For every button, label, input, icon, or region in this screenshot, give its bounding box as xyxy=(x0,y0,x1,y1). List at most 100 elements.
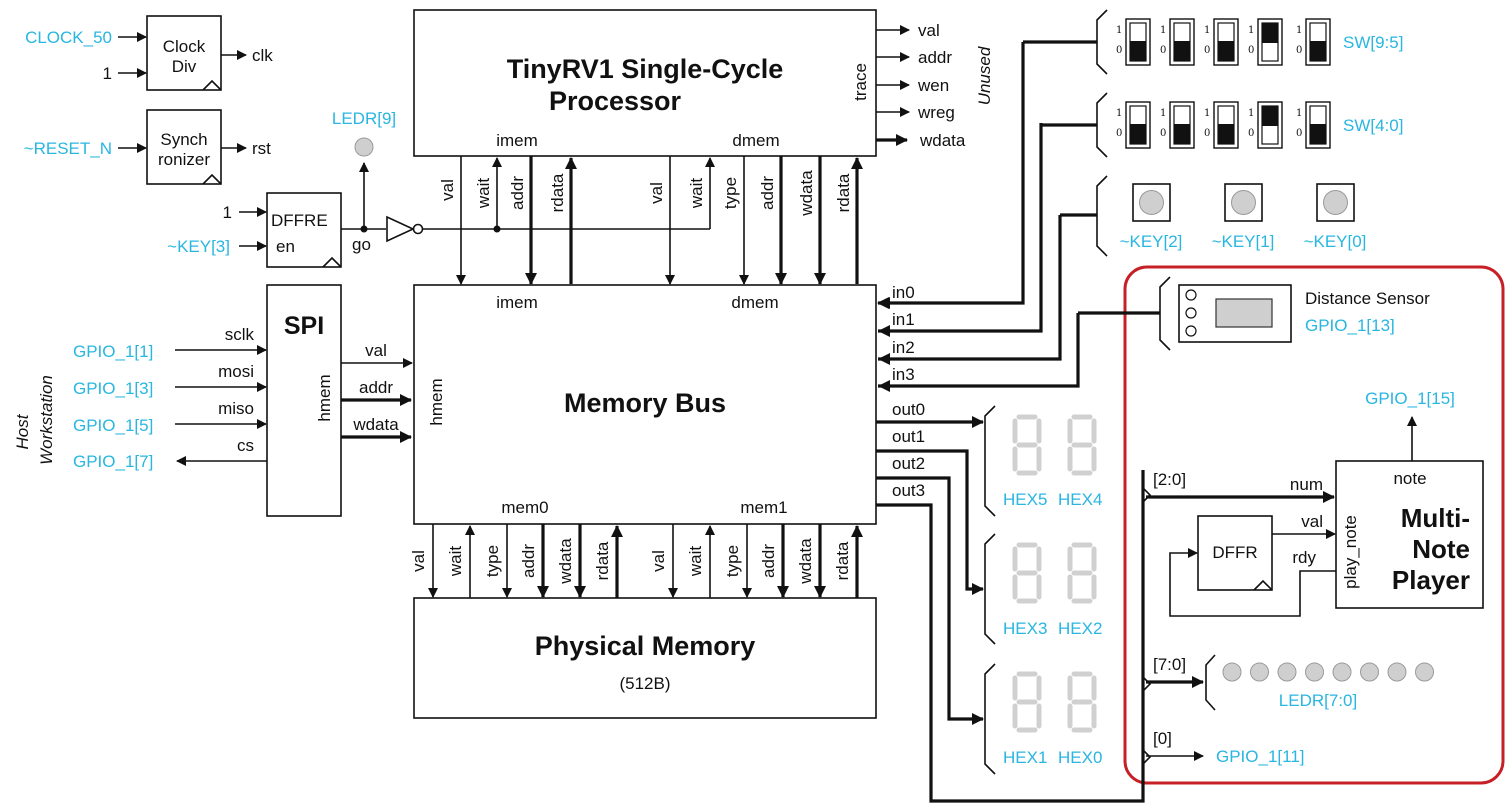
led xyxy=(1250,662,1269,682)
proc-imem-port: imem xyxy=(496,131,538,150)
bus-in2: in2 xyxy=(892,338,915,357)
rdy-label: rdy xyxy=(1292,548,1316,567)
seven-segment-digit xyxy=(1012,542,1042,604)
svg-text:1: 1 xyxy=(1248,108,1254,119)
key2-button[interactable] xyxy=(1132,183,1171,222)
hex0-label: HEX0 xyxy=(1058,748,1102,767)
slice-7-0: [7:0] xyxy=(1153,655,1186,674)
slide-switch[interactable]: 10 xyxy=(1248,18,1283,66)
hex4-label: HEX4 xyxy=(1058,490,1102,509)
slice-2-0: [2:0] xyxy=(1153,470,1186,489)
imem-val: val xyxy=(438,179,457,201)
spi-val: val xyxy=(365,341,387,360)
mem-signal-label: rdata xyxy=(593,541,612,580)
svg-text:1: 1 xyxy=(1204,108,1210,119)
gpio1-3-label: GPIO_1[3] xyxy=(73,379,153,398)
svg-text:0: 0 xyxy=(1116,45,1122,56)
trace-addr: addr xyxy=(918,48,952,67)
clk-label: clk xyxy=(252,46,273,65)
gpio1-1-label: GPIO_1[1] xyxy=(73,342,153,361)
gpio1-7-label: GPIO_1[7] xyxy=(73,452,153,471)
svg-text:0: 0 xyxy=(1296,128,1302,139)
proc-dmem-port: dmem xyxy=(732,131,779,150)
slide-switch[interactable]: 10 xyxy=(1116,101,1151,149)
ledr9-label: LEDR[9] xyxy=(332,109,396,128)
host-label: Host xyxy=(13,413,32,449)
svg-text:0: 0 xyxy=(1248,128,1254,139)
svg-text:1: 1 xyxy=(1248,25,1254,36)
processor-title: TinyRV1 Single-Cycle xyxy=(507,54,784,84)
slide-switch[interactable]: 10 xyxy=(1204,18,1239,66)
clock-div-const: 1 xyxy=(103,64,112,83)
slide-switch[interactable]: 10 xyxy=(1296,18,1331,66)
cs-label: cs xyxy=(237,436,254,455)
hex2-label: HEX2 xyxy=(1058,619,1102,638)
mem-signal-label: addr xyxy=(519,544,538,578)
sw95-label: SW[9:5] xyxy=(1343,33,1403,52)
spi-block: SPI hmem xyxy=(266,284,342,517)
key0-button[interactable] xyxy=(1316,183,1355,222)
svg-text:1: 1 xyxy=(1160,25,1166,36)
mem-signal-label: wait xyxy=(686,546,705,578)
svg-text:1: 1 xyxy=(1296,25,1302,36)
dmem-type: type xyxy=(721,177,740,209)
ledr9-led xyxy=(354,137,374,157)
mem-signal-label: val xyxy=(649,550,668,572)
dmem-addr: addr xyxy=(758,176,777,210)
seven-segment-digit xyxy=(1012,414,1042,476)
seven-segment-digit xyxy=(1067,414,1097,476)
clock-div-block: Clock Div CLOCK_50 1 clk xyxy=(25,15,273,91)
led xyxy=(1387,662,1407,682)
svg-text:1: 1 xyxy=(1116,25,1122,36)
led xyxy=(1415,662,1434,682)
slide-switch[interactable]: 10 xyxy=(1296,101,1331,149)
player-play-note-port: play_note xyxy=(1341,515,1360,589)
seven-segment-digit xyxy=(1067,671,1097,733)
imem-rdata: rdata xyxy=(548,173,567,212)
hex5-label: HEX5 xyxy=(1003,490,1047,509)
player-title1: Multi- xyxy=(1401,503,1470,533)
svg-text:1: 1 xyxy=(1204,25,1210,36)
led xyxy=(1305,662,1324,682)
dffr-title: DFFR xyxy=(1212,543,1257,562)
clock-div-title2: Div xyxy=(172,57,197,76)
player-note-port: note xyxy=(1393,469,1426,488)
imem-addr: addr xyxy=(508,176,527,210)
slide-switch[interactable]: 10 xyxy=(1116,18,1151,66)
gpio1-13-label: GPIO_1[13] xyxy=(1305,316,1395,335)
slice-0: [0] xyxy=(1153,729,1172,748)
gpio1-11-label: GPIO_1[11] xyxy=(1216,747,1305,766)
gpio1-15-label: GPIO_1[15] xyxy=(1365,389,1455,408)
mem-signal-label: type xyxy=(483,545,502,577)
hex1-label: HEX1 xyxy=(1003,748,1047,767)
dffre-en-port: en xyxy=(276,237,295,256)
slide-switch[interactable]: 10 xyxy=(1204,101,1239,149)
clock-50-label: CLOCK_50 xyxy=(25,28,112,47)
miso-label: miso xyxy=(218,399,254,418)
slide-switch[interactable]: 10 xyxy=(1160,18,1195,66)
val-label: val xyxy=(1301,512,1323,531)
slide-switch[interactable]: 10 xyxy=(1160,101,1195,149)
processor-title2: Processor xyxy=(549,86,682,116)
svg-text:1: 1 xyxy=(1296,108,1302,119)
led xyxy=(1277,662,1297,682)
physical-memory-title: Physical Memory xyxy=(535,631,756,661)
synchronizer-block: Synch ronizer ~RESET_N rst xyxy=(24,109,271,185)
slide-switch[interactable]: 10 xyxy=(1248,101,1283,149)
key1-button[interactable] xyxy=(1224,183,1263,222)
rst-label: rst xyxy=(252,139,271,158)
seven-segment-digit xyxy=(1067,542,1097,604)
bus-out2: out2 xyxy=(892,454,925,473)
sw40-label: SW[4:0] xyxy=(1343,116,1403,135)
sync-title: Synch xyxy=(160,130,207,149)
svg-text:1: 1 xyxy=(1116,108,1122,119)
seven-segment-digit xyxy=(1012,671,1042,733)
mem-signal-label: addr xyxy=(759,544,778,578)
svg-text:0: 0 xyxy=(1204,45,1210,56)
key1-label: ~KEY[1] xyxy=(1212,232,1275,251)
distance-sensor xyxy=(1178,284,1292,343)
clock-div-title: Clock xyxy=(163,37,206,56)
mem-signal-label: type xyxy=(723,545,742,577)
